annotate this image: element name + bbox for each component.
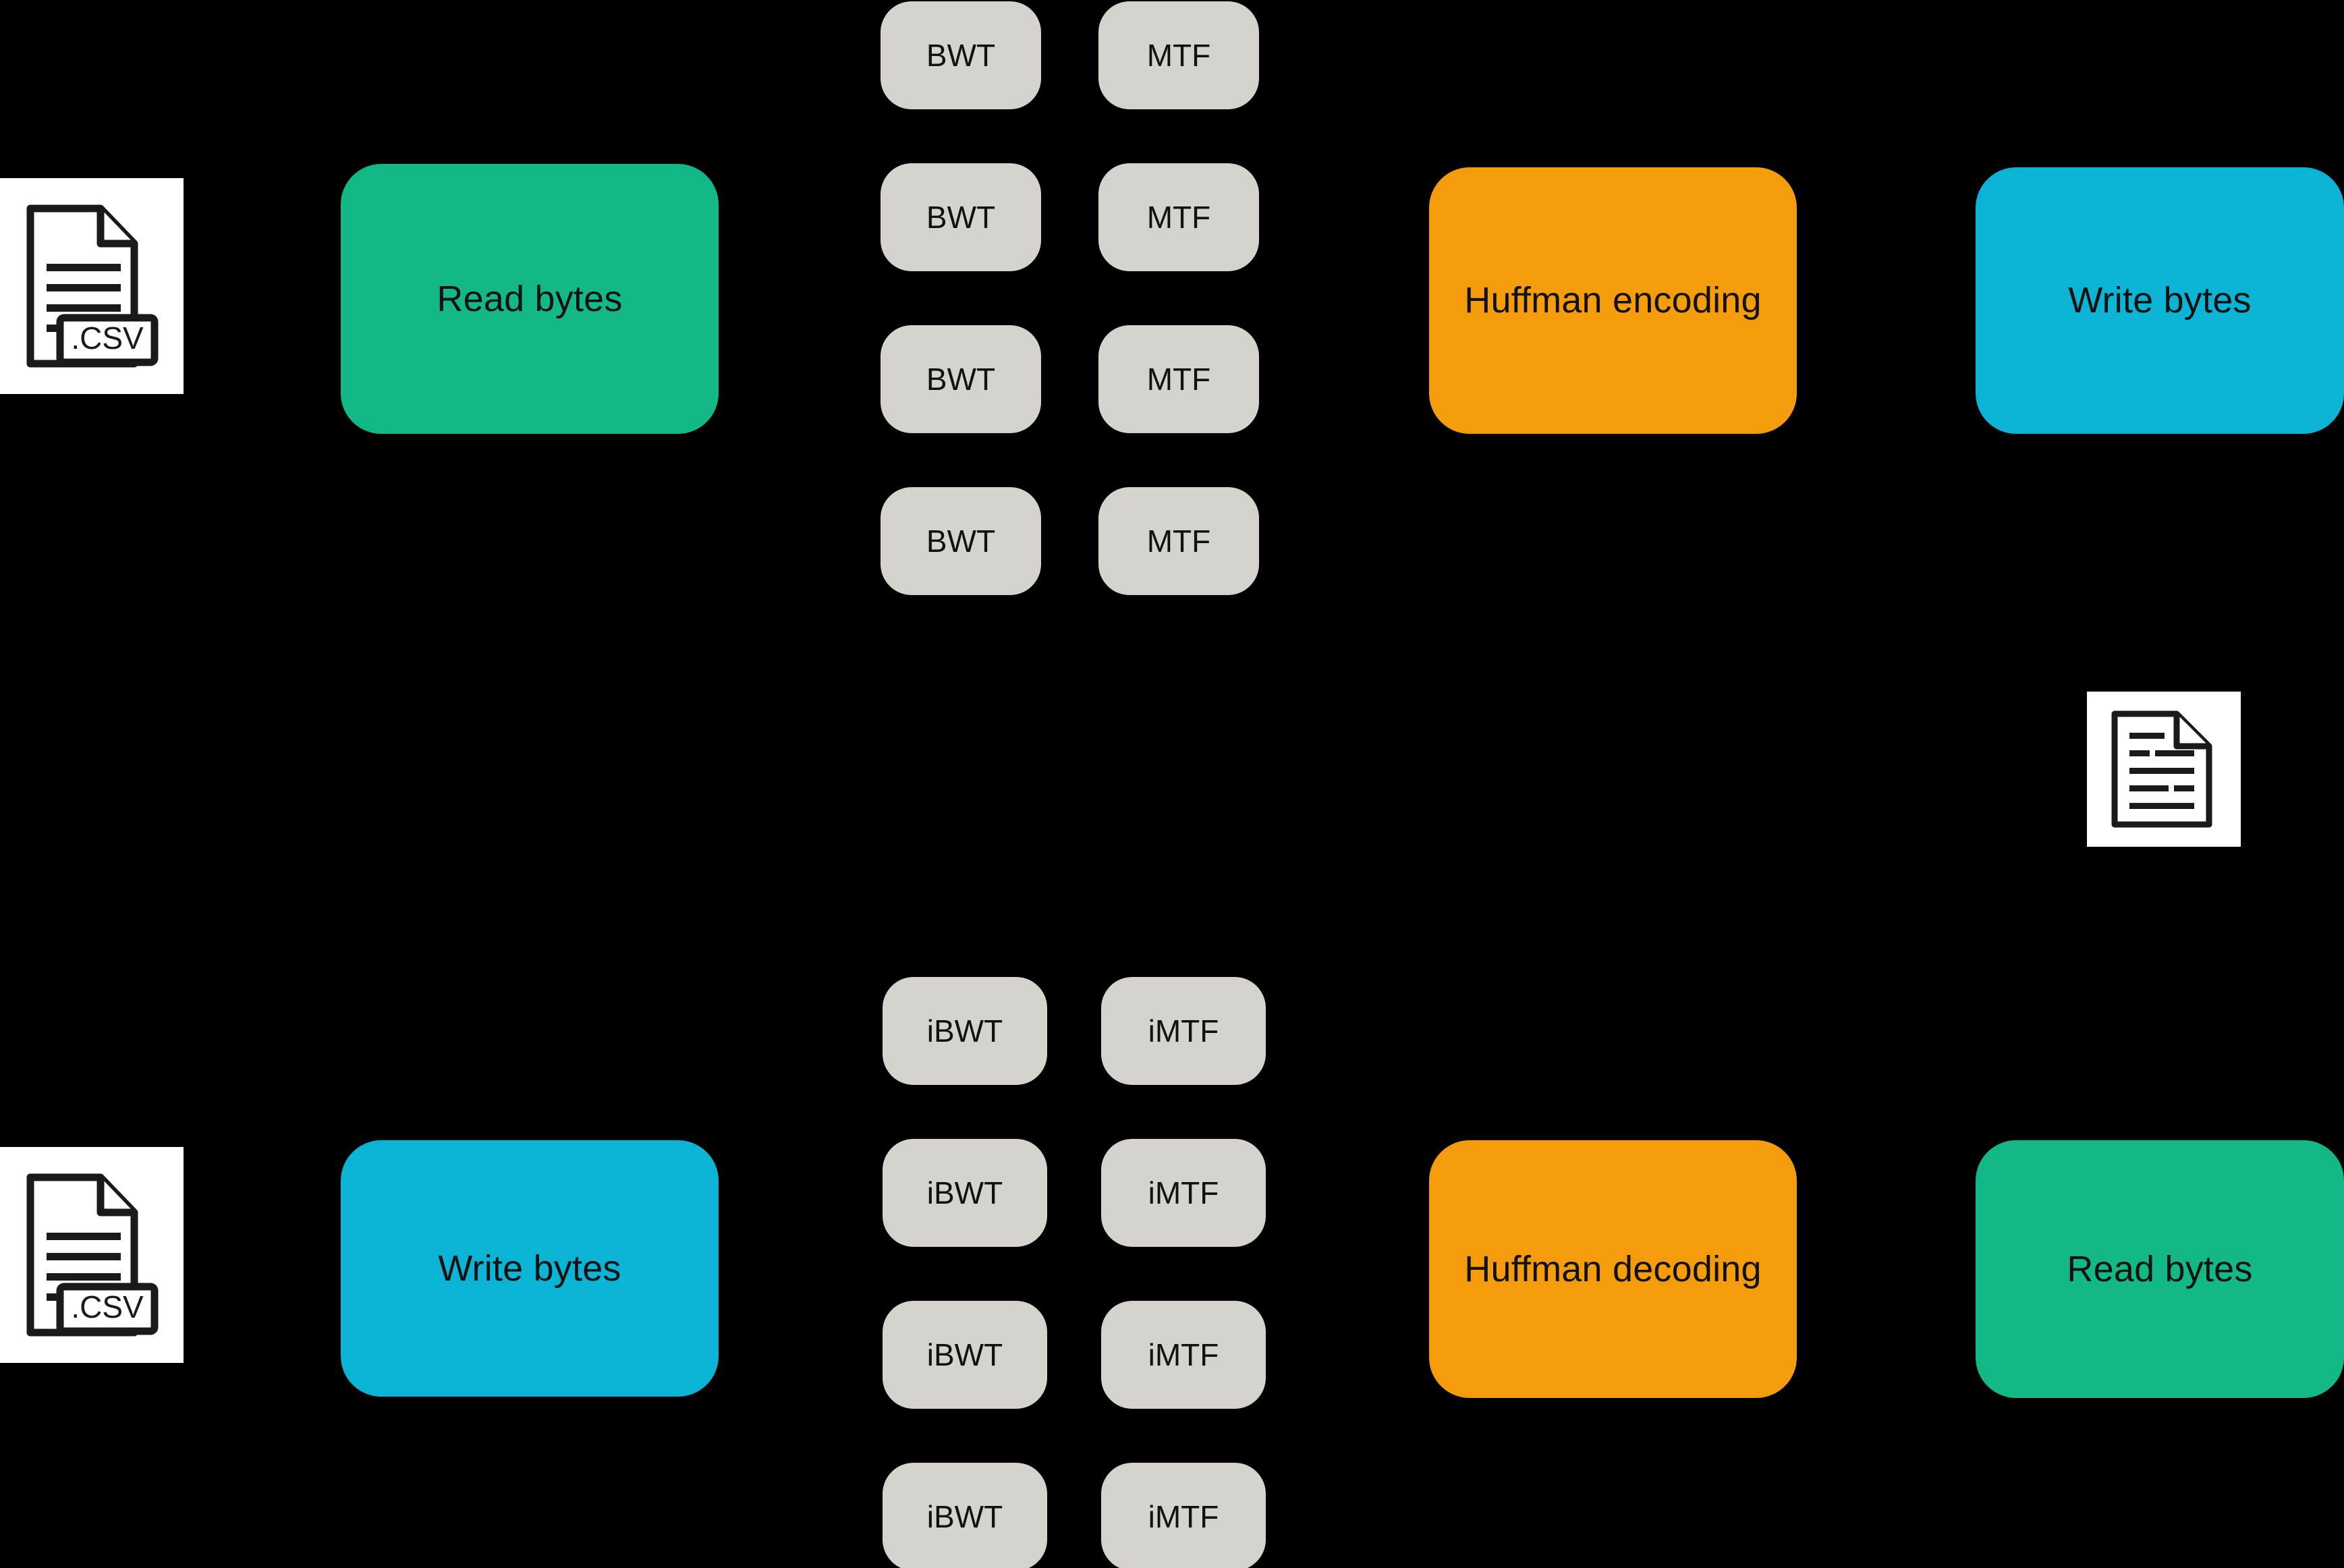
mtf-pill-3[interactable]: MTF (1098, 325, 1259, 433)
imtf-pill-2-label: iMTF (1148, 1175, 1219, 1210)
read-bytes-bottom-label: Read bytes (2067, 1248, 2253, 1289)
mtf-pill-4[interactable]: MTF (1098, 487, 1259, 595)
imtf-pill-1[interactable]: iMTF (1101, 977, 1266, 1085)
csv-extension-label: .CSV (71, 1289, 144, 1324)
write-bytes-bottom-box[interactable]: Write bytes (341, 1140, 719, 1397)
csv-file-input-tile: .CSV (0, 178, 184, 394)
huffman-decoding-box[interactable]: Huffman decoding (1429, 1140, 1797, 1398)
ibwt-pill-3[interactable]: iBWT (883, 1301, 1047, 1409)
csv-file-icon: .CSV (26, 1173, 159, 1337)
write-bytes-top-label: Write bytes (2068, 280, 2252, 321)
mtf-pill-2-label: MTF (1146, 199, 1211, 235)
mtf-pill-3-label: MTF (1146, 361, 1211, 397)
csv-extension-label: .CSV (71, 320, 144, 356)
bwt-pill-1[interactable]: BWT (881, 1, 1041, 109)
csv-file-output-tile: .CSV (0, 1147, 184, 1363)
ibwt-pill-1-label: iBWT (926, 1013, 1003, 1048)
imtf-pill-4[interactable]: iMTF (1101, 1463, 1266, 1568)
ibwt-pill-2[interactable]: iBWT (883, 1139, 1047, 1247)
read-bytes-top-label: Read bytes (437, 278, 623, 319)
compressed-file-tile (2087, 692, 2241, 847)
mtf-pill-4-label: MTF (1146, 523, 1211, 559)
huffman-decoding-label: Huffman decoding (1464, 1248, 1762, 1289)
read-bytes-bottom-box[interactable]: Read bytes (1976, 1140, 2344, 1398)
bwt-pill-4[interactable]: BWT (881, 487, 1041, 595)
mtf-pill-2[interactable]: MTF (1098, 163, 1259, 271)
imtf-pill-1-label: iMTF (1148, 1013, 1219, 1048)
imtf-pill-4-label: iMTF (1148, 1499, 1219, 1534)
imtf-pill-3-label: iMTF (1148, 1337, 1219, 1372)
ibwt-pill-4[interactable]: iBWT (883, 1463, 1047, 1568)
huffman-encoding-label: Huffman encoding (1464, 280, 1762, 321)
imtf-pill-3[interactable]: iMTF (1101, 1301, 1266, 1409)
document-file-icon (2111, 710, 2212, 828)
write-bytes-top-box[interactable]: Write bytes (1976, 167, 2344, 434)
bwt-pill-3-label: BWT (926, 361, 996, 397)
bwt-pill-2-label: BWT (926, 199, 996, 235)
ibwt-pill-1[interactable]: iBWT (883, 977, 1047, 1085)
bwt-pill-3[interactable]: BWT (881, 325, 1041, 433)
bwt-pill-1-label: BWT (926, 37, 996, 73)
ibwt-pill-3-label: iBWT (926, 1337, 1003, 1372)
ibwt-pill-4-label: iBWT (926, 1499, 1003, 1534)
write-bytes-bottom-label: Write bytes (438, 1248, 621, 1289)
mtf-pill-1-label: MTF (1146, 37, 1211, 73)
read-bytes-top-box[interactable]: Read bytes (341, 164, 719, 434)
ibwt-pill-2-label: iBWT (926, 1175, 1003, 1210)
huffman-encoding-box[interactable]: Huffman encoding (1429, 167, 1797, 434)
imtf-pill-2[interactable]: iMTF (1101, 1139, 1266, 1247)
mtf-pill-1[interactable]: MTF (1098, 1, 1259, 109)
bwt-pill-2[interactable]: BWT (881, 163, 1041, 271)
bwt-pill-4-label: BWT (926, 523, 996, 559)
csv-file-icon: .CSV (26, 204, 159, 368)
